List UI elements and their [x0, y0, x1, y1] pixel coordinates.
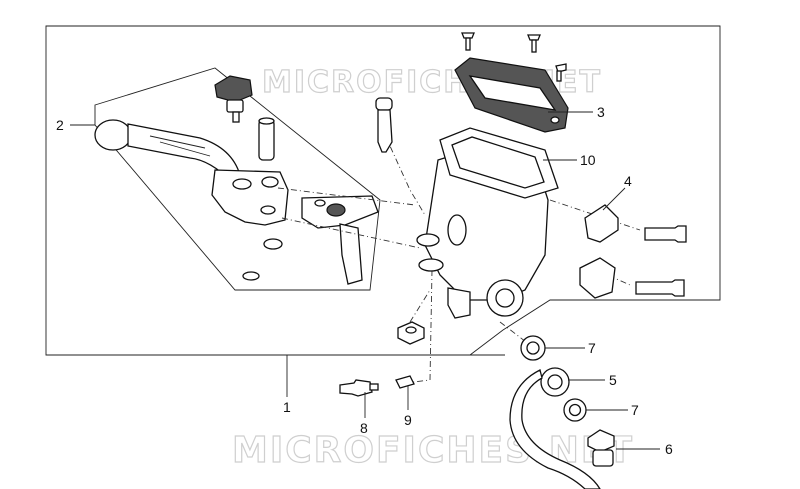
callout-7b: 7 [631, 402, 639, 418]
brake-lever [94, 119, 289, 226]
callout-2: 2 [56, 117, 64, 133]
brake-light-switch [339, 379, 379, 397]
assembly-frame [45, 25, 721, 356]
banjo-bolt [587, 429, 615, 467]
handlebar-clamp [579, 204, 619, 299]
adjuster-knob [214, 75, 253, 123]
callout-10: 10 [580, 152, 596, 168]
callout-5: 5 [609, 372, 617, 388]
leader-lines [70, 111, 660, 450]
spring-clip [242, 238, 283, 281]
callout-3: 3 [597, 104, 605, 120]
callout-9: 9 [404, 412, 412, 428]
callout-4: 4 [624, 173, 632, 189]
cap-screws [461, 32, 567, 82]
switch-pin [395, 375, 415, 389]
reservoir-seal [439, 127, 559, 199]
callout-7a: 7 [588, 340, 596, 356]
callout-labels: 1 2 3 4 5 6 7 7 8 9 10 [56, 104, 673, 457]
copper-washer-top [520, 335, 546, 361]
clamp-bolts [635, 225, 687, 297]
lock-nut [397, 321, 425, 345]
pivot-plate [301, 195, 379, 285]
copper-washer-bottom [563, 398, 587, 422]
callout-6: 6 [665, 441, 673, 457]
pivot-bolt [375, 97, 393, 153]
watermark-bottom: MICROFICHES.NET [232, 430, 634, 471]
lever-pivot-pin [258, 117, 275, 161]
callout-8: 8 [360, 420, 368, 436]
assembly-axis-lines [277, 134, 641, 384]
reservoir-cap [454, 57, 569, 133]
callout-1: 1 [283, 399, 291, 415]
